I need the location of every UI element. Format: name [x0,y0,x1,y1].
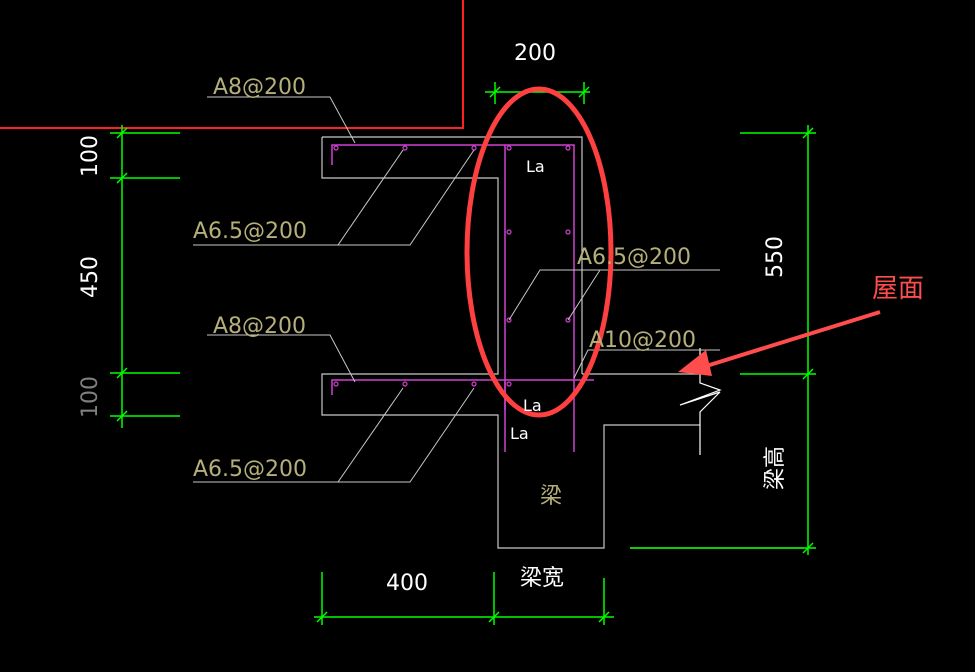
dim-beam-height: 梁高 [763,446,788,490]
rebar-label-lower-slab-top: A8@200 [213,314,306,339]
rebar-dots [333,145,571,387]
rebar-label-wall-horizontal: A10@200 [589,328,696,353]
concrete-outline [321,136,804,549]
dim-right-height: 550 [763,236,788,278]
anchorage-label-lower-1: La [523,396,542,415]
roof-annotation: 屋面 [872,274,924,304]
leader-lines [193,96,720,483]
anchorage-label-top: La [526,157,545,176]
break-line-symbol [679,348,722,455]
dim-left-bottom: 100 [78,376,103,418]
beam-label: 梁 [540,484,562,509]
rebar-label-top-slab-bottom: A6.5@200 [193,219,307,244]
dimension-lines [110,82,816,625]
anchorage-label-lower-2: La [510,424,529,443]
dim-left-top: 100 [78,135,103,177]
dim-left-mid: 450 [78,256,103,298]
dim-top-width: 200 [514,41,556,66]
rebar-label-top-slab-top: A8@200 [213,75,306,100]
rebar-label-lower-slab-bottom: A6.5@200 [193,457,307,482]
highlight-ellipse [464,86,614,418]
rebar-label-wall-vertical: A6.5@200 [577,245,691,270]
annotation-arrow [678,310,881,376]
rebar-lines [331,144,594,452]
dim-beam-width: 梁宽 [520,566,564,591]
boundary-line [0,0,464,129]
dim-bottom-left: 400 [386,571,428,596]
